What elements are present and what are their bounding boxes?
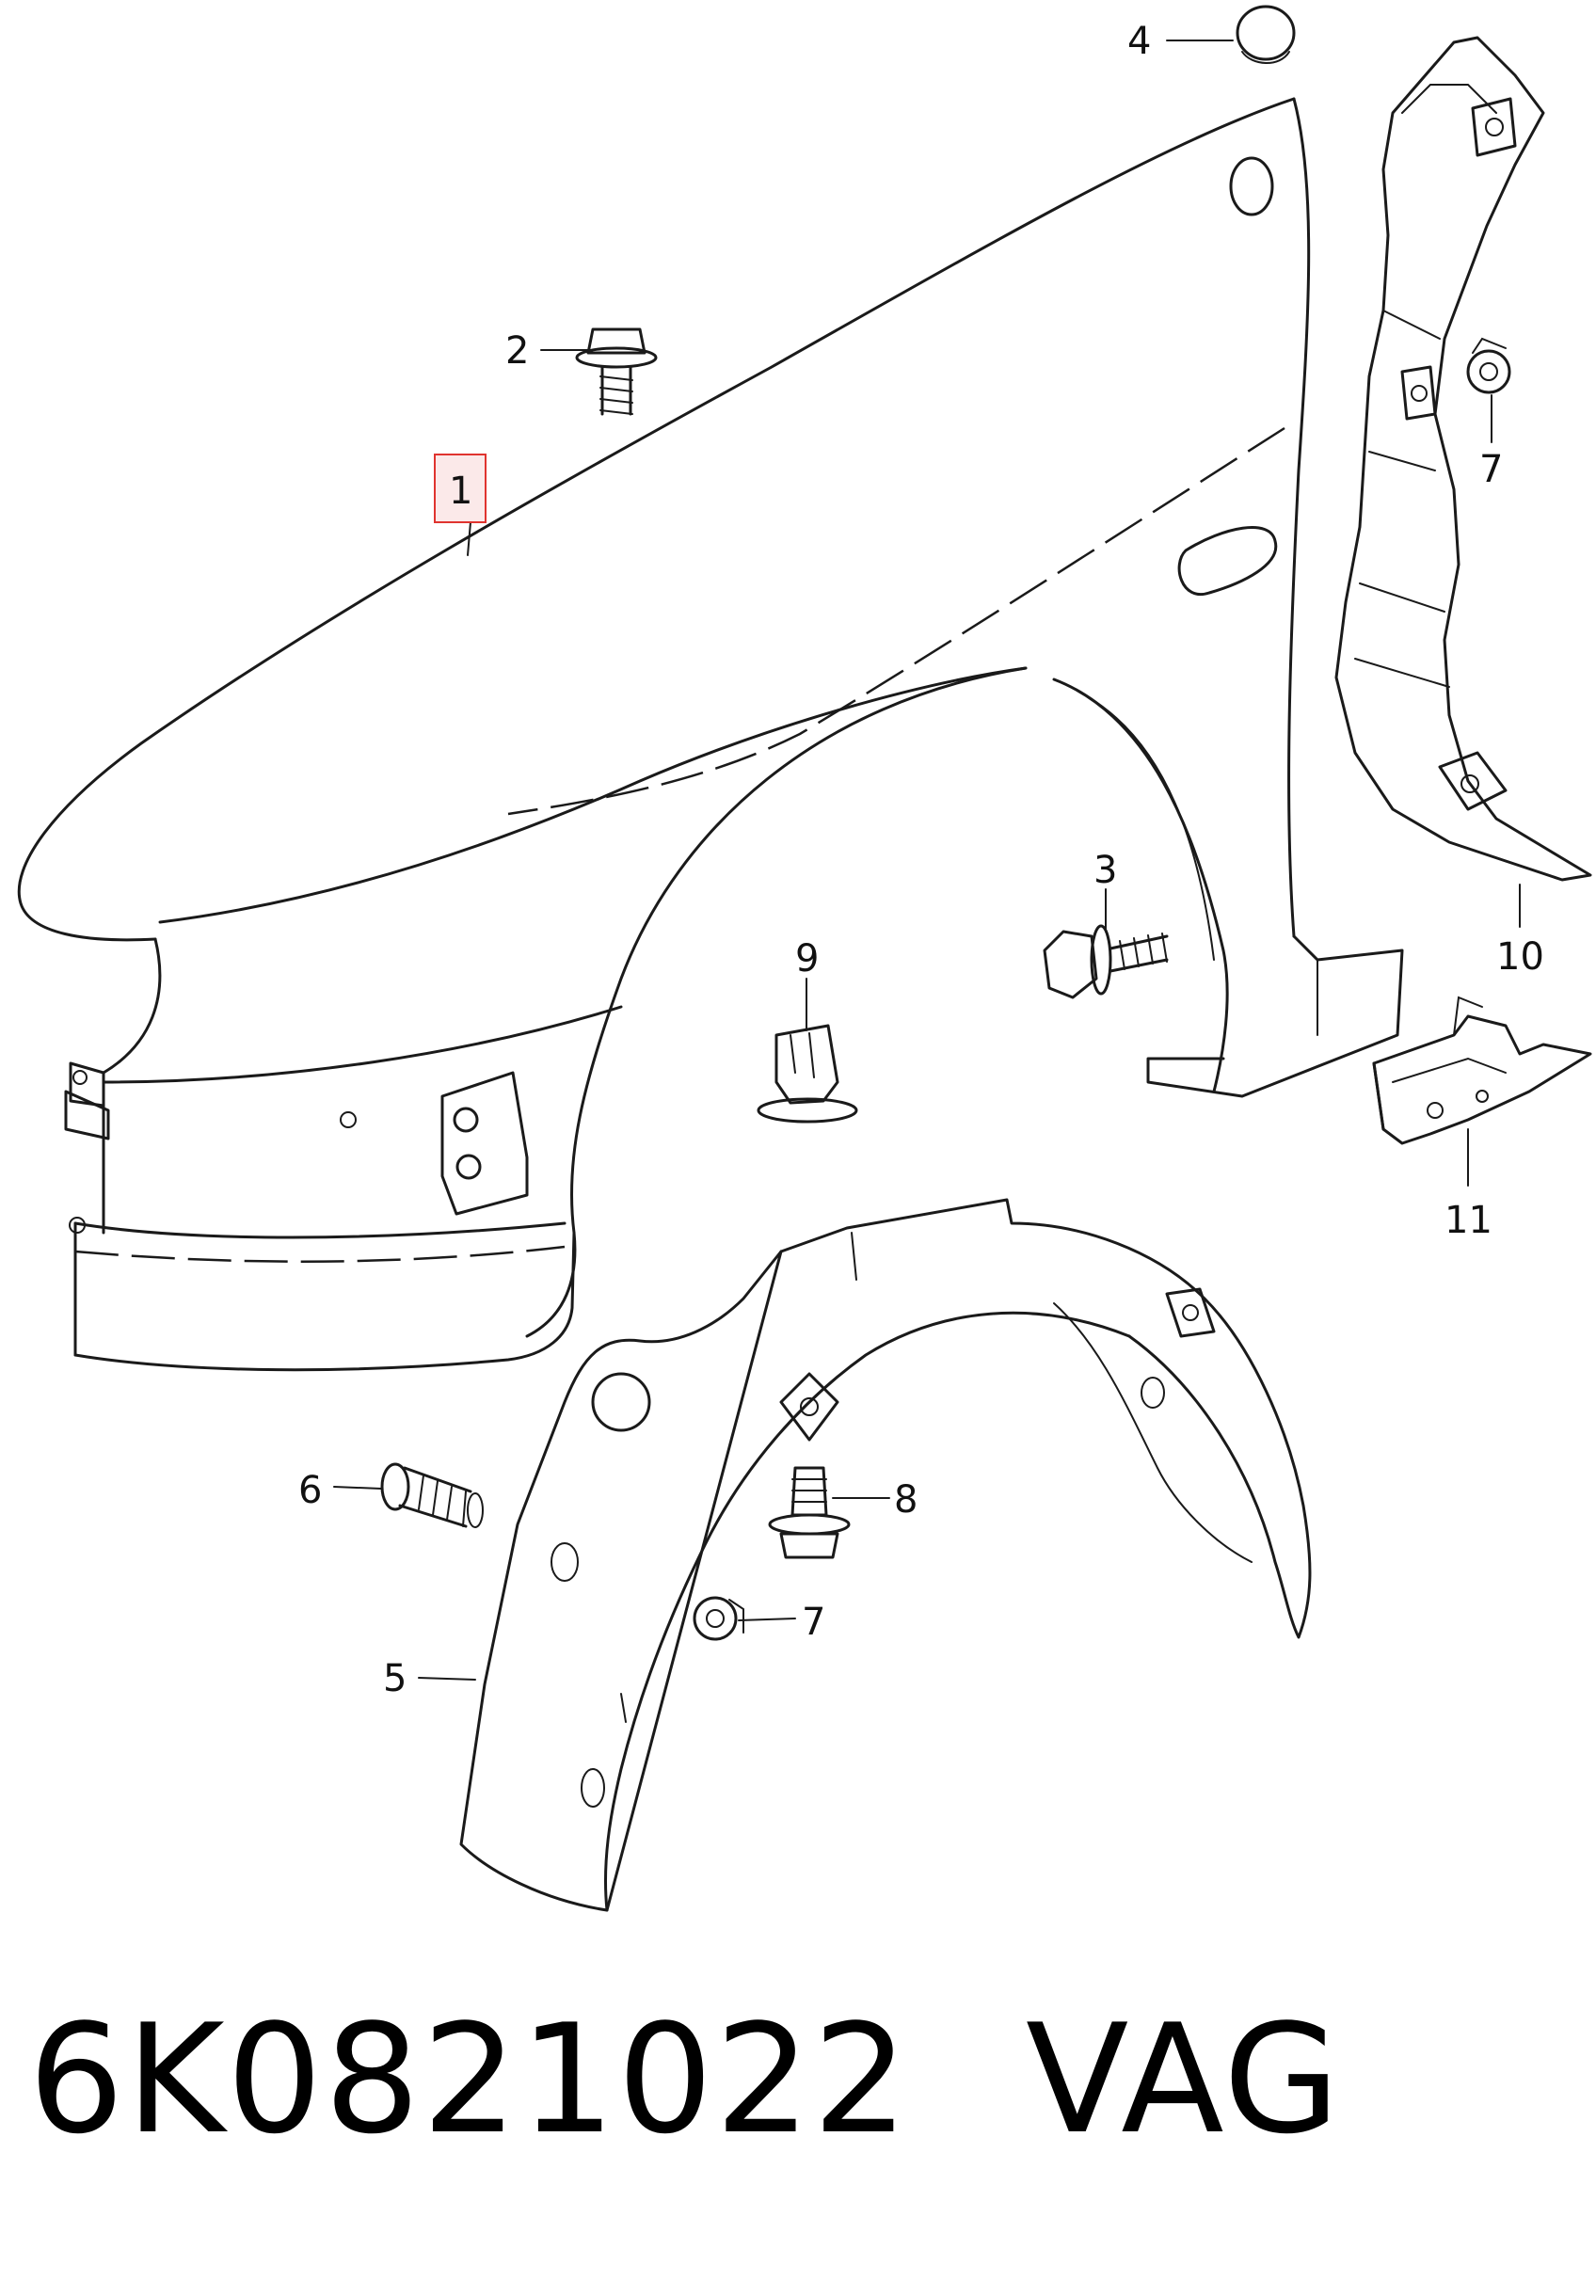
nut-7-lower [693,1596,744,1641]
bolt-3 [1043,924,1169,999]
callout-4: 4 [1127,20,1151,63]
callout-7-upper: 7 [1479,448,1503,491]
screw-6 [380,1462,484,1528]
small-bracket [1372,996,1592,1145]
callout-8: 8 [894,1478,918,1522]
part-number: 6K0821022 [28,1991,911,2167]
callout-3: 3 [1093,849,1117,892]
fender-support-bracket [1334,36,1592,882]
wheel-housing-liner [459,1198,1312,1912]
clip-nut-9 [757,1024,858,1124]
leader-lines [333,40,1521,1681]
callout-1: 1 [449,470,472,513]
callout-2: 2 [505,329,529,373]
callout-1-highlight-box [434,454,487,523]
callout-5: 5 [383,1657,407,1700]
callout-6: 6 [298,1469,322,1512]
bolt-2 [575,327,658,416]
bolt-8 [768,1466,851,1559]
callout-9: 9 [795,937,819,981]
callout-7-lower: 7 [802,1601,825,1644]
brand-name: VAG [1026,1991,1342,2167]
front-fender [17,97,1404,1372]
nut-7-upper [1466,337,1511,394]
callout-10: 10 [1496,935,1544,979]
cap-4 [1236,5,1296,64]
callout-11: 11 [1444,1199,1492,1242]
